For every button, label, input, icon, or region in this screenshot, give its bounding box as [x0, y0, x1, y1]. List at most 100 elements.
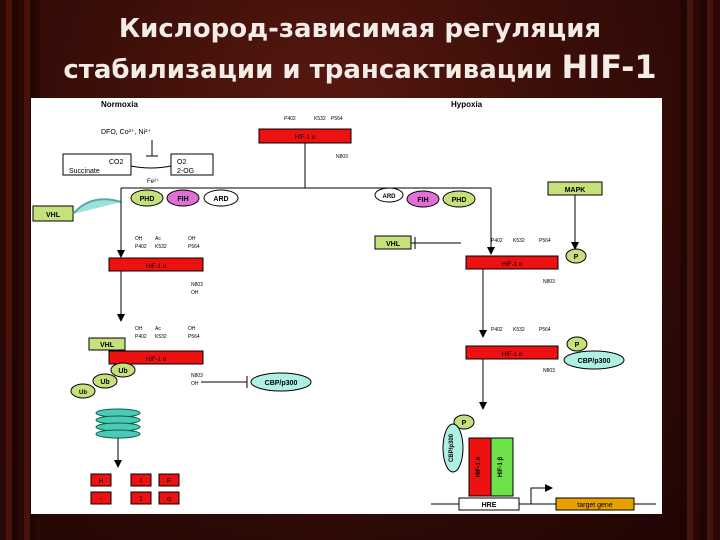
mapk-label: MAPK: [565, 187, 586, 194]
cbp-hypoxia-2: [442, 423, 464, 473]
h2-hif-label: HIF-1 α: [502, 352, 523, 358]
co2-succinate-box: [62, 153, 132, 176]
h2-p564: P564: [539, 327, 551, 333]
fragment-4-label: -: [100, 496, 103, 503]
ard-label: ARD: [213, 196, 228, 203]
ub-1: [110, 362, 136, 378]
h1-hif-box: [465, 255, 559, 270]
phd-label: PHD: [140, 196, 155, 203]
fragment-3-label: F: [167, 478, 171, 485]
vhl-label-top: VHL: [46, 212, 61, 219]
n1-k532: K532: [155, 244, 167, 250]
h2-p402: P402: [491, 327, 503, 333]
h1-p402: P402: [491, 238, 503, 244]
cbp-hypoxia-1: [563, 350, 625, 370]
n2-p564: P564: [188, 334, 200, 340]
cbp-normoxia: [250, 372, 312, 392]
2og-label: 2-OG: [177, 168, 194, 175]
fragment-6: [158, 491, 180, 505]
inhibitors-label: DFO, Co²⁺, Ni²⁺: [101, 129, 151, 136]
n2-oh-3: OH: [191, 381, 199, 387]
diagram-panel: Normoxia Hypoxia P402 K532 P564 HIF-1 α …: [31, 98, 662, 514]
o2-label: O2: [177, 159, 186, 166]
fragment-2-label: I: [140, 478, 142, 485]
phd-enzyme-hyp: [442, 190, 476, 208]
h2-hif-box: [465, 345, 559, 360]
n1-hif-box: [108, 257, 204, 272]
n1-oh-1: OH: [135, 236, 143, 242]
title-hif: HIF-1: [561, 48, 657, 86]
p-phospho-3-label: P: [462, 420, 467, 427]
title-line-2-text: стабилизации и трансактивации: [63, 55, 553, 85]
fragment-6-label: α: [167, 496, 171, 503]
phd-enzyme: [130, 189, 164, 207]
fih-hyp-label: FIH: [417, 197, 428, 204]
top-p564: P564: [331, 116, 343, 122]
vhl-hyp-label: VHL: [386, 241, 401, 248]
ard-enzyme: [203, 189, 239, 207]
slide-title: Кислород-зависимая регуляция стабилизаци…: [0, 10, 720, 89]
fragment-5: [130, 491, 152, 505]
ub-2-label: Ub: [100, 379, 109, 386]
cbp-hypoxia-2-label: CBP/p300: [449, 433, 455, 462]
fih-enzyme: [166, 189, 200, 207]
n1-ac: Ac: [155, 236, 161, 242]
n2-p402: P402: [135, 334, 147, 340]
p-phospho-1-label: P: [574, 254, 579, 261]
fe-label: Fe²⁺: [147, 178, 159, 185]
proteasome: [95, 408, 141, 439]
fih-label: FIH: [177, 196, 188, 203]
ard-hyp-label: ARD: [383, 194, 397, 200]
title-line-1: Кислород-зависимая регуляция: [118, 14, 602, 44]
n1-oh-3: OH: [191, 290, 199, 296]
n1-n803: N803: [191, 282, 203, 288]
h2-n803: N803: [543, 368, 555, 374]
vhl-binding-arrow: [72, 198, 122, 215]
n1-oh-2: OH: [188, 236, 196, 242]
o2-2og-box: [170, 153, 214, 176]
top-p402: P402: [284, 116, 296, 122]
p-phospho-1: [565, 248, 587, 264]
hif-regulation-diagram: Normoxia Hypoxia P402 K532 P564 HIF-1 α …: [32, 100, 656, 511]
n1-p402: P402: [135, 244, 147, 250]
top-k532: K532: [314, 116, 326, 122]
n2-hif-label: HIF-1 α: [146, 357, 167, 363]
n2-oh-1: OH: [135, 326, 143, 332]
fih-enzyme-hyp: [406, 190, 440, 208]
fragment-1: [90, 473, 112, 487]
hif-beta-bar: [490, 437, 514, 497]
normoxia-label: Normoxia: [101, 100, 138, 109]
hif-alpha-label: HIF-1 α: [476, 457, 482, 478]
hif-beta-label: HIF-1 β: [498, 457, 504, 478]
fragment-5-label: 1: [139, 496, 143, 503]
p-phospho-3: [453, 414, 475, 430]
co2-label: CO2: [109, 159, 124, 166]
h1-k532: K532: [513, 238, 525, 244]
n2-oh-2: OH: [188, 326, 196, 332]
n2-n803: N803: [191, 373, 203, 379]
h2-k532: K532: [513, 327, 525, 333]
hre-label: HRE: [482, 502, 497, 509]
target-gene-label: target gene: [577, 502, 613, 509]
ub-3-label: Ub: [79, 390, 87, 396]
h1-p564: P564: [539, 238, 551, 244]
p-phospho-2-label: P: [575, 342, 580, 349]
ub-2: [92, 373, 118, 389]
cbp-hypoxia-1-label: CBP/p300: [578, 358, 611, 365]
n2-ac: Ac: [155, 326, 161, 332]
n2-hif-box: [108, 350, 204, 365]
transcription-start-arrow: [530, 484, 553, 504]
n1-p564: P564: [188, 244, 200, 250]
title-line-2: стабилизации и трансактивации HIF-1: [0, 48, 720, 89]
n1-hif-label: HIF-1 α: [146, 264, 167, 270]
fragment-1-label: H: [98, 478, 103, 485]
vhl-label-bound: VHL: [100, 342, 115, 349]
succinate-label: Succinate: [69, 168, 100, 175]
ub-3: [70, 383, 96, 399]
p-phospho-2: [566, 336, 588, 352]
reaction-arc: [130, 165, 172, 169]
hypoxia-label: Hypoxia: [451, 100, 483, 109]
vhl-box-bound: [88, 337, 126, 351]
ard-enzyme-hyp: [374, 187, 404, 203]
curtain-right: [680, 0, 720, 540]
